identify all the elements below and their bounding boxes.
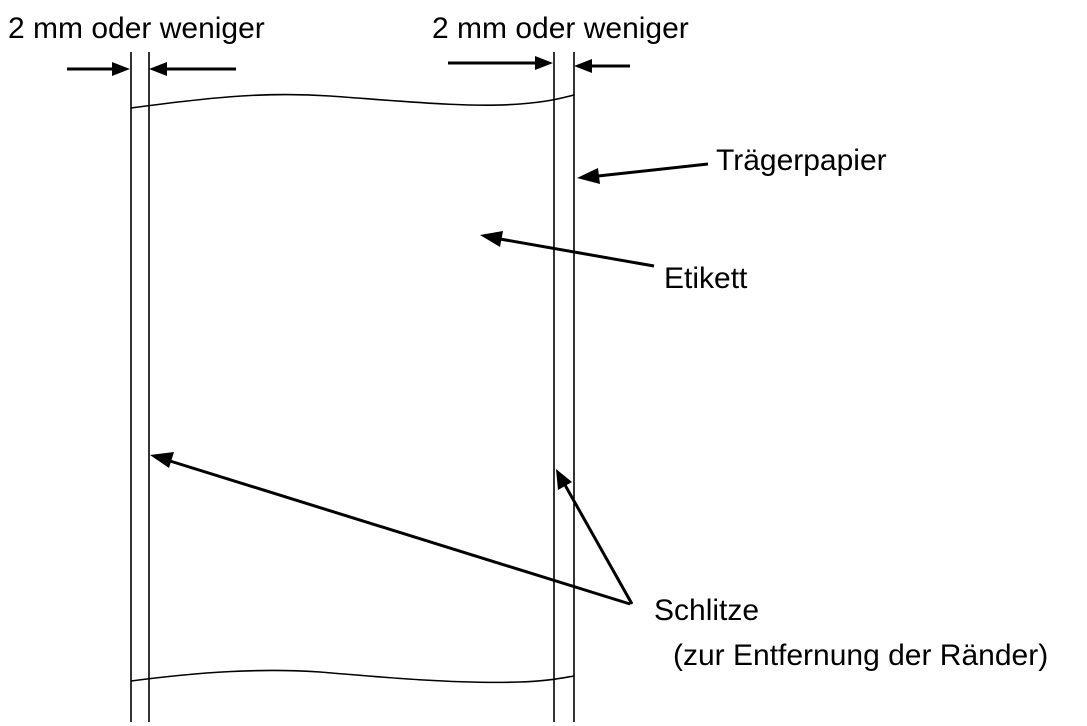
bottom-break-line <box>130 669 575 684</box>
slits-pointers <box>150 452 634 606</box>
backing-paper-label: Trägerpapier <box>716 144 887 177</box>
paper-strip <box>130 52 575 722</box>
slits-label: Schlitze <box>654 594 759 627</box>
label-pointer <box>480 231 655 268</box>
left-margin-dimension <box>67 62 236 76</box>
label-text: Etikett <box>664 262 748 295</box>
top-break-line <box>130 93 575 109</box>
right-margin-dimension <box>448 56 630 73</box>
right-margin-label: 2 mm oder weniger <box>432 12 689 45</box>
slits-description: (zur Entfernung der Ränder) <box>673 639 1048 672</box>
backing-paper-pointer <box>577 162 709 184</box>
left-margin-label: 2 mm oder weniger <box>8 12 265 45</box>
